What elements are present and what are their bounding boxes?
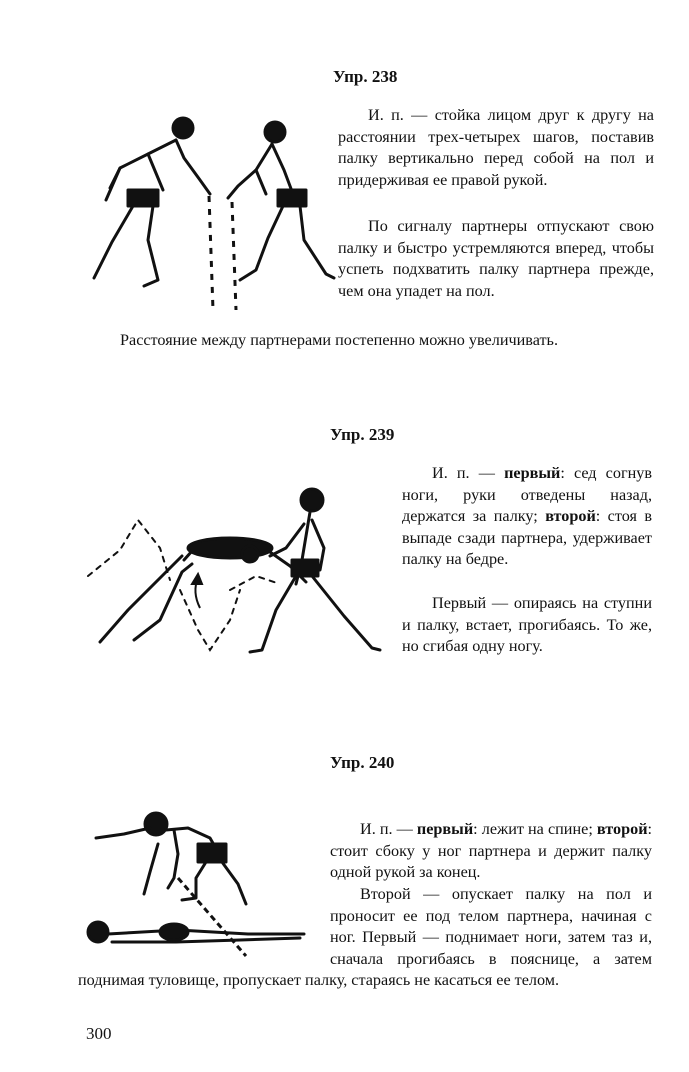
role-first: первый: [416, 820, 474, 838]
stick-under-body-icon: [86, 811, 306, 957]
exercise-240-title: Упр. 240: [330, 753, 395, 772]
text-fragment: : стоит сбоку у ног партнера и держит па…: [330, 820, 653, 882]
text-fragment: И. п. —: [432, 464, 505, 482]
bridge-icon: [87, 487, 382, 654]
exercise-240-start-position: И. п. — первый: лежит на спине; второй: …: [330, 819, 652, 884]
exercise-238-start-position: И. п. — стойка лицом друг к другу на рас…: [338, 106, 654, 189]
role-first: первый: [504, 464, 561, 482]
role-second: второй: [596, 820, 648, 838]
exercise-239-start-position: И. п. — первый: сед согнув ноги, руки от…: [402, 463, 652, 571]
text-fragment: : лежит на спине;: [473, 820, 597, 838]
two-partners-icon: [92, 116, 336, 311]
page-number: 300: [86, 1024, 112, 1043]
exercise-238-title: Упр. 238: [333, 67, 398, 86]
float-spacer: [78, 884, 330, 970]
exercise-239-title: Упр. 239: [330, 425, 395, 444]
exercise-239-description: Первый — опираясь на ступни и палку, вст…: [402, 594, 652, 656]
role-second: второй: [545, 507, 596, 526]
exercise-240-description: Второй — опускает палку на пол и проноси…: [78, 885, 652, 990]
text-fragment: И. п. —: [360, 820, 417, 838]
text-fragment: : стоя в выпаде сзади партнера, удержива…: [402, 507, 652, 569]
exercise-240-description-start: Второй — опускает палку на пол и проноси…: [78, 884, 652, 992]
exercise-240-illustration: [78, 808, 318, 968]
text-fragment: : сед согнув ноги, руки отведены назад, …: [402, 464, 653, 526]
exercise-238-description: По сигналу партнеры отпускают свою палку…: [338, 217, 654, 300]
exercise-239-illustration: [80, 480, 390, 660]
exercise-238-illustration: [88, 110, 348, 320]
exercise-238-note: Расстояние между партнерами постепенно м…: [120, 331, 558, 349]
